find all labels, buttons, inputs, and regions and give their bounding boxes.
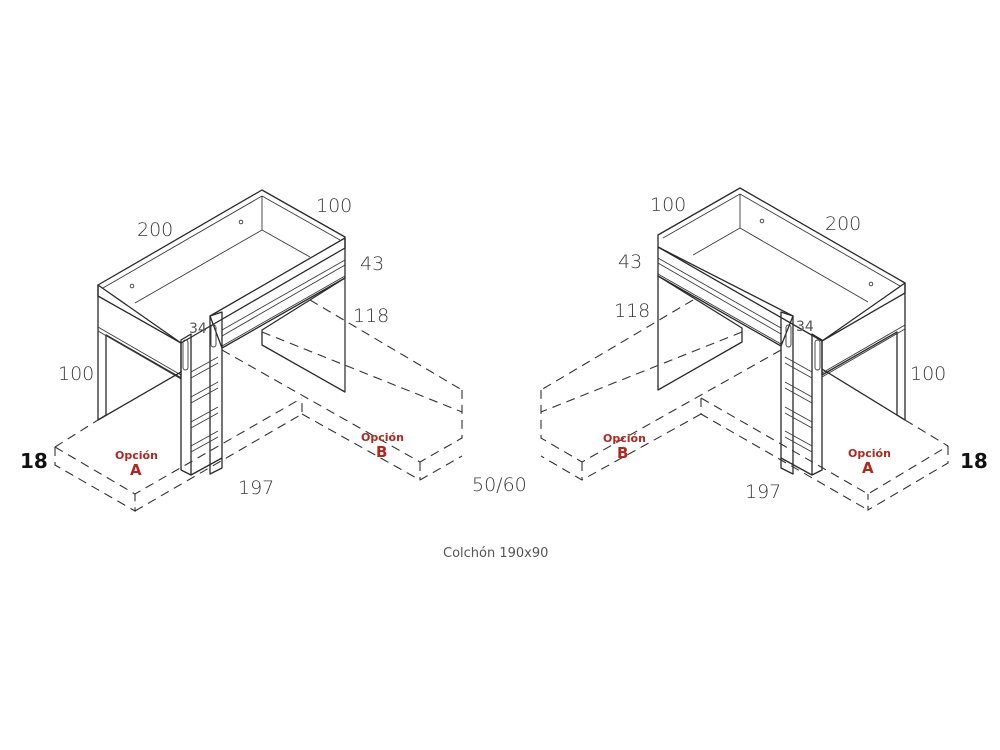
left-floor-length-197: 197 — [238, 477, 274, 499]
left-total-height-118: 118 — [353, 305, 389, 327]
left-option-a-label: Opción — [115, 449, 158, 462]
left-width-100: 100 — [316, 195, 352, 217]
left-length-200: 200 — [137, 219, 173, 241]
right-width-100: 100 — [650, 194, 686, 216]
mattress-caption: Colchón 190x90 — [443, 546, 548, 561]
right-drawer-height-18: 18 — [960, 449, 988, 473]
left-ladder-post-34: 34 — [189, 321, 207, 337]
right-length-200: 200 — [825, 213, 861, 235]
right-option-a-label: Opción — [848, 447, 891, 460]
right-option-b-label: Opción — [603, 432, 646, 445]
right-floor-length-197: 197 — [745, 481, 781, 503]
right-bed-drawing — [540, 187, 949, 511]
left-option-b-label: Opción — [361, 431, 404, 444]
left-option-b-letter: B — [376, 443, 387, 461]
right-option-a-letter: A — [862, 459, 874, 477]
right-total-height-118: 118 — [614, 300, 650, 322]
left-under-height-100: 100 — [58, 363, 94, 385]
left-rail-height-43: 43 — [360, 253, 384, 275]
right-option-b-letter: B — [617, 444, 628, 462]
left-drawer-height-18: 18 — [20, 449, 48, 473]
desk-depth-50-60: 50/60 — [472, 474, 527, 496]
left-option-a-letter: A — [130, 461, 142, 479]
right-rail-height-43: 43 — [618, 251, 642, 273]
right-under-height-100: 100 — [910, 363, 946, 385]
right-ladder-post-34: 34 — [796, 319, 814, 335]
left-bed-drawing — [54, 189, 463, 512]
